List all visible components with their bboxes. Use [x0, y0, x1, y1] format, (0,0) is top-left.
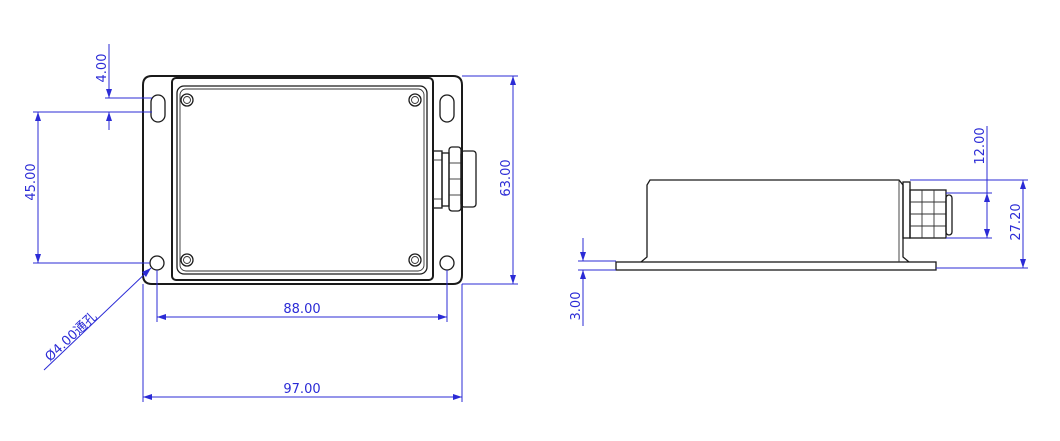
dim-gland-height-label: 12.00: [973, 127, 988, 164]
dim-gland-height: 12.00: [946, 126, 992, 239]
dim-slot-width-label: 4.00: [95, 54, 110, 83]
dim-flange-thickness-label: 3.00: [569, 292, 584, 321]
side-body: [640, 179, 910, 263]
dim-total-height-label: 27.20: [1009, 203, 1024, 240]
lid-screw-top-left: [180, 93, 194, 107]
dim-total-height: 27.20: [910, 179, 1028, 269]
dim-hole-callout-label: Ø4.00通孔: [42, 309, 100, 364]
dim-hole-callout: Ø4.00通孔: [42, 267, 152, 371]
mounting-hole-left: [149, 255, 165, 271]
mounting-slot-left: [150, 94, 166, 123]
lid-screw-top-right: [408, 93, 422, 107]
side-flange: [615, 261, 937, 271]
enclosure-body: [171, 77, 434, 281]
side-view: [615, 179, 953, 271]
front-view: [142, 75, 477, 285]
mounting-hole-right: [439, 255, 455, 271]
mounting-slot-right: [439, 94, 455, 123]
lid-inner-edge: [179, 88, 425, 272]
dim-hole-spacing-horizontal: 88.00: [156, 270, 448, 322]
front-view-dimensions: 4.00 45.00 63.00 88.00: [24, 44, 518, 402]
dim-flange-width-label: 97.00: [283, 382, 320, 397]
side-view-dimensions: 12.00 27.20 3.00: [569, 126, 1028, 326]
enclosure-lid: [176, 85, 428, 275]
dim-hole-spacing-vertical-label: 45.00: [24, 163, 39, 200]
dim-enclosure-height: 63.00: [462, 75, 518, 285]
dim-hole-spacing-horizontal-label: 88.00: [283, 302, 320, 317]
dim-flange-width: 97.00: [142, 284, 463, 402]
dim-enclosure-height-label: 63.00: [499, 159, 514, 196]
dim-slot-width: 4.00: [95, 44, 152, 130]
cable-gland-side: [902, 181, 953, 239]
mounting-flange: [142, 75, 463, 285]
dim-hole-spacing-vertical: 45.00: [24, 111, 151, 264]
lid-screw-bottom-right: [408, 253, 422, 267]
dim-flange-thickness: 3.00: [569, 238, 616, 326]
lid-screw-bottom-left: [180, 253, 194, 267]
cable-gland-front: [432, 146, 477, 212]
